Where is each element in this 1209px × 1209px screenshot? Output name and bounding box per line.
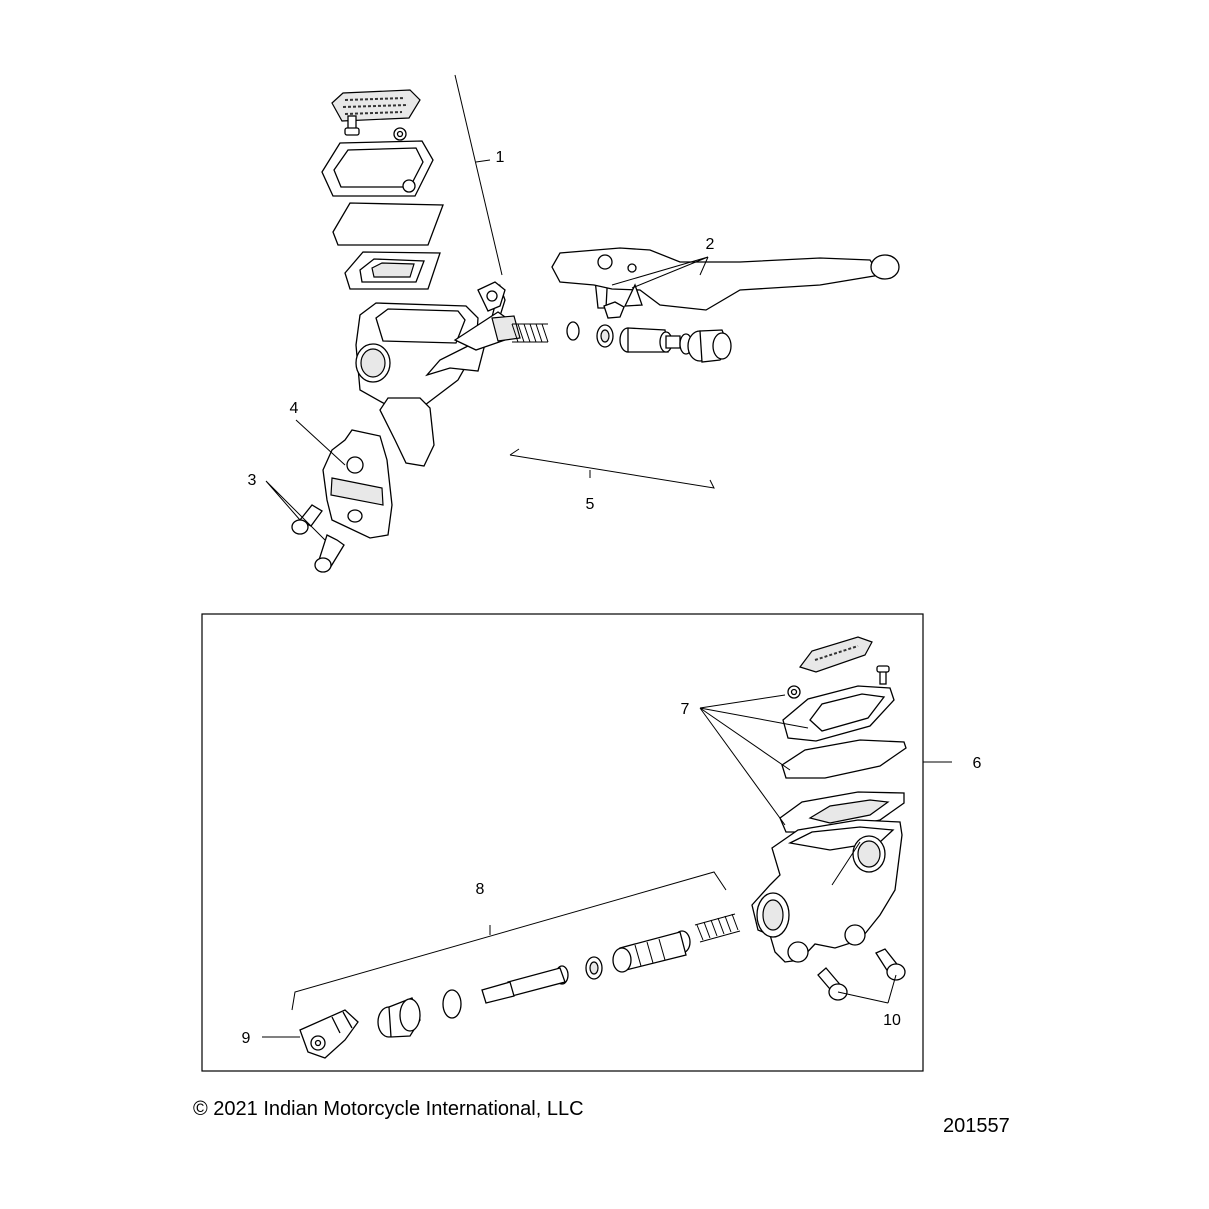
piston-lower [612, 930, 691, 973]
callout-10: 10 [883, 1012, 901, 1029]
reservoir-cap-lower [782, 685, 895, 742]
reservoir-diaphragm-plate-lower [781, 739, 907, 779]
piston-washer [566, 321, 580, 341]
callout-5: 5 [586, 496, 595, 513]
reservoir-diaphragm-plate [332, 202, 444, 246]
dust-boot [687, 329, 732, 363]
callout-8: 8 [476, 881, 485, 898]
callout-4: 4 [290, 400, 299, 417]
mounting-bolt [817, 967, 848, 1001]
piston-spring [511, 323, 549, 343]
callout-7: 7 [681, 701, 690, 718]
lower-assembly: 6 7 8 9 10 [201, 613, 982, 1072]
callout-2: 2 [706, 236, 715, 253]
diagram-number: 201557 [943, 1115, 1010, 1137]
leader-lines-lower [262, 694, 952, 1038]
pushrod [481, 965, 569, 1004]
upper-assembly: 1 2 3 4 5 [248, 74, 900, 573]
reservoir-cap [321, 140, 434, 197]
copyright-text: © 2021 Indian Motorcycle International, … [193, 1098, 584, 1120]
cap-screw-lower [876, 665, 890, 685]
piston-cup-lower [585, 956, 603, 980]
callout-3: 3 [248, 472, 257, 489]
master-cylinder-body-lower [751, 819, 903, 963]
reservoir-diaphragm [344, 251, 441, 290]
cap-screw [393, 127, 407, 141]
cap-screw [344, 115, 360, 136]
piston-kit [491, 315, 732, 363]
reservoir-diaphragm-lower [779, 791, 905, 833]
cap-screw-lower [787, 685, 801, 699]
lever-pivot-nut [603, 301, 625, 319]
assembly-frame [201, 613, 924, 1072]
dust-boot-lower [377, 997, 421, 1038]
snap-ring-lower [442, 989, 462, 1019]
handlebar-clamp [322, 429, 393, 539]
reservoir-emblem-lower [799, 636, 873, 673]
piston-spring-lower [694, 913, 741, 943]
piston-kit-lower [377, 913, 741, 1038]
clamp-screw-top [291, 504, 323, 535]
piston [619, 327, 681, 353]
clevis [299, 1009, 359, 1059]
piston-cup [596, 324, 614, 348]
callout-6: 6 [973, 755, 982, 772]
callout-9: 9 [242, 1030, 251, 1047]
brake-lever [551, 247, 900, 311]
reservoir-emblem [331, 89, 421, 122]
callout-1: 1 [496, 149, 505, 166]
mounting-bolt [875, 948, 906, 981]
clamp-screw-bottom [314, 534, 345, 573]
leader-lines-upper [265, 74, 715, 541]
